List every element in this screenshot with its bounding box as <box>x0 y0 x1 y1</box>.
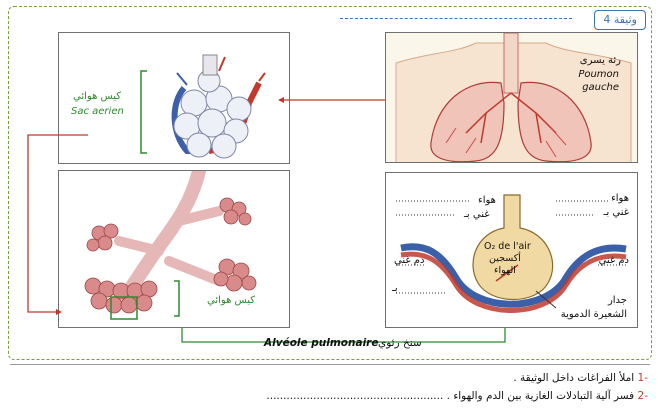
bronchiole-panel: كيس هوائي <box>58 170 290 328</box>
question-2-text: فسر آلية التبادلات الغازية بين الدم واله… <box>266 390 634 402</box>
lung-label-fr-1: Poumon <box>578 69 619 80</box>
lung-illustration <box>386 33 638 163</box>
document-tag: وثيقة 4 <box>594 10 646 30</box>
questions-divider <box>10 364 650 365</box>
oxygen-label: أكسجين <box>489 253 521 264</box>
air-label: الهواء <box>494 265 516 276</box>
bronchiole-air-sac-label: كيس هوائي <box>207 295 255 306</box>
caption-fr: Alvéole pulmonaire <box>264 337 379 349</box>
alveolus-panel: هواء غني بـ هواء غني بـ O₂ de l'air أكسج… <box>385 172 638 328</box>
question-1-number: -1 <box>638 372 648 384</box>
air-top-right: هواء <box>611 193 629 204</box>
question-2-number: -2 <box>638 390 648 402</box>
o2-label: O₂ de l'air <box>484 241 531 252</box>
question-1: -1 املأ الفراغات داخل الوثيقة . <box>513 372 648 384</box>
blood-left-label: دم غني <box>394 255 424 266</box>
lung-label-ar: رئة يسرى <box>580 55 621 66</box>
air-top-left: هواء <box>478 195 496 206</box>
wall-label-2: الشعيرة الدموية <box>561 309 627 320</box>
rich-top-right: غني بـ <box>604 207 629 218</box>
air-sac-label-fr: Sac aerien <box>71 106 124 117</box>
question-1-text: املأ الفراغات داخل الوثيقة . <box>513 372 634 384</box>
blood-right-label: دم غني <box>599 255 629 266</box>
question-2: -2 فسر آلية التبادلات الغازية بين الدم و… <box>266 390 648 402</box>
bronchiole-illustration <box>59 171 290 328</box>
tag-divider <box>340 18 572 19</box>
caption-ar: سنخ رئوي <box>378 337 422 349</box>
dots-left-label: بـ <box>392 283 398 294</box>
lung-panel: رئة يسرى Poumon gauche <box>385 32 638 163</box>
rich-top-left: غني بـ <box>464 209 489 220</box>
air-sac-panel: كيس هوائي Sac aerien <box>58 32 290 164</box>
air-sac-label-ar: كيس هوائي <box>73 91 121 102</box>
lung-label-fr-2: gauche <box>582 82 619 93</box>
wall-label-1: جدار <box>608 295 627 306</box>
